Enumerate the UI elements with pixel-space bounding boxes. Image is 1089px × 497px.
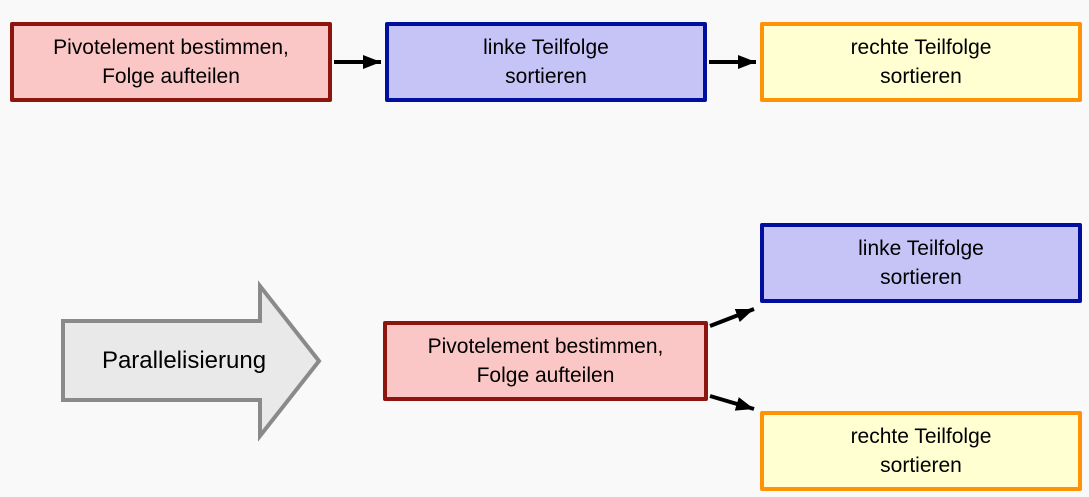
top-pivot-box-line1: Pivotelement bestimmen,	[53, 36, 289, 59]
bottom-pivot-box-line2: Folge aufteilen	[476, 364, 615, 387]
top-right-sort-box-line1: rechte Teilfolge	[850, 36, 992, 59]
top-pivot-box: Pivotelement bestimmen, Folge aufteilen	[10, 22, 332, 102]
top-right-sort-box-line2: sortieren	[880, 65, 962, 88]
top-right-sort-box: rechte Teilfolge sortieren	[760, 22, 1082, 102]
bottom-right-sort-box-line1: rechte Teilfolge	[850, 425, 992, 448]
parallelization-arrow-label: Parallelisierung	[101, 346, 267, 374]
bottom-left-sort-box-line2: sortieren	[880, 266, 962, 289]
bottom-pivot-box: Pivotelement bestimmen, Folge aufteilen	[383, 321, 708, 401]
bottom-right-sort-box: rechte Teilfolge sortieren	[760, 411, 1082, 491]
bottom-right-sort-box-line2: sortieren	[880, 454, 962, 477]
top-left-sort-box-line1: linke Teilfolge	[483, 36, 609, 59]
fork-arrow-to-right-box	[709, 394, 755, 411]
bottom-left-sort-box-line1: linke Teilfolge	[858, 237, 984, 260]
fork-arrow-to-left-box	[709, 307, 755, 328]
top-left-sort-box-line2: sortieren	[505, 65, 587, 88]
bottom-left-sort-box: linke Teilfolge sortieren	[760, 223, 1082, 303]
top-left-sort-box: linke Teilfolge sortieren	[385, 22, 707, 102]
top-pivot-box-line2: Folge aufteilen	[102, 65, 240, 88]
bottom-pivot-box-line1: Pivotelement bestimmen,	[427, 335, 664, 358]
